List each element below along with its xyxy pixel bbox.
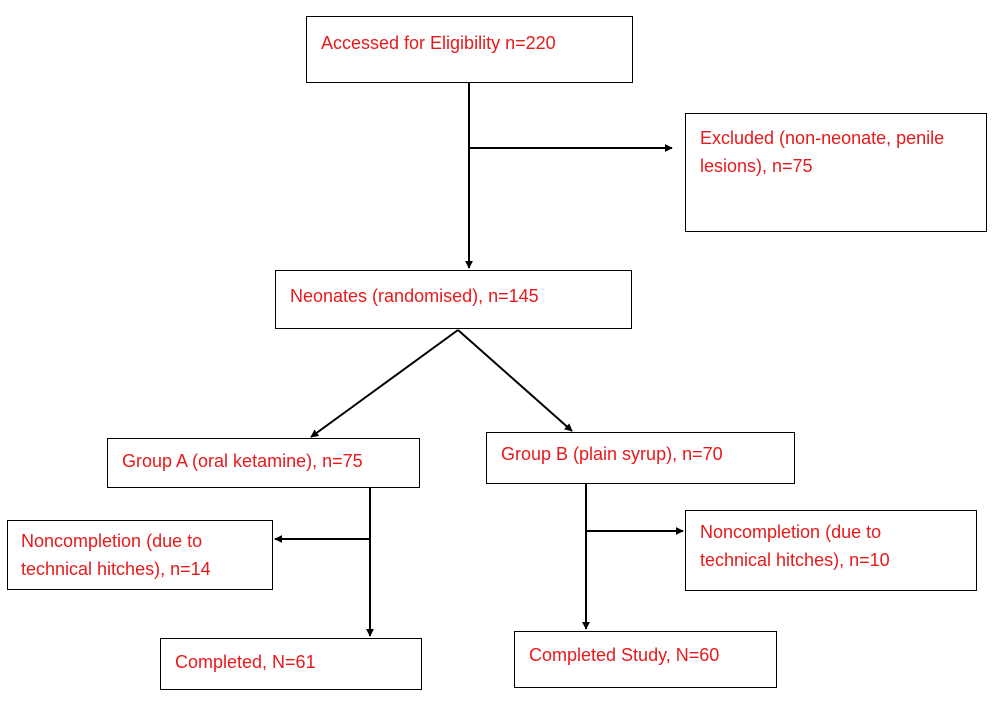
randomised-label: Neonates (randomised), n=145 — [290, 286, 539, 306]
completed-b-label: Completed Study, N=60 — [529, 645, 720, 665]
group-b-box: Group B (plain syrup), n=70 — [486, 432, 795, 484]
completed-a-box: Completed, N=61 — [160, 638, 422, 690]
group-b-label: Group B (plain syrup), n=70 — [501, 444, 723, 464]
connector-randomised-to-group-a — [310, 329, 459, 438]
randomised-box: Neonates (randomised), n=145 — [275, 270, 632, 329]
connector-randomised-to-group-b — [457, 329, 573, 432]
noncompletion-a-box: Noncompletion (due to technical hitches)… — [7, 520, 273, 590]
assessed-label: Accessed for Eligibility n=220 — [321, 33, 556, 53]
excluded-label: Excluded (non-neonate, penile lesions), … — [700, 128, 945, 176]
assessed-box: Accessed for Eligibility n=220 — [306, 16, 633, 83]
group-a-label: Group A (oral ketamine), n=75 — [122, 451, 363, 471]
completed-a-label: Completed, N=61 — [175, 652, 316, 672]
noncompletion-b-box: Noncompletion (due to technical hitches)… — [685, 510, 977, 591]
noncompletion-a-label: Noncompletion (due to technical hitches)… — [21, 531, 211, 579]
noncompletion-b-label: Noncompletion (due to technical hitches)… — [700, 522, 890, 570]
excluded-box: Excluded (non-neonate, penile lesions), … — [685, 113, 987, 232]
group-a-box: Group A (oral ketamine), n=75 — [107, 438, 420, 488]
completed-b-box: Completed Study, N=60 — [514, 631, 777, 688]
